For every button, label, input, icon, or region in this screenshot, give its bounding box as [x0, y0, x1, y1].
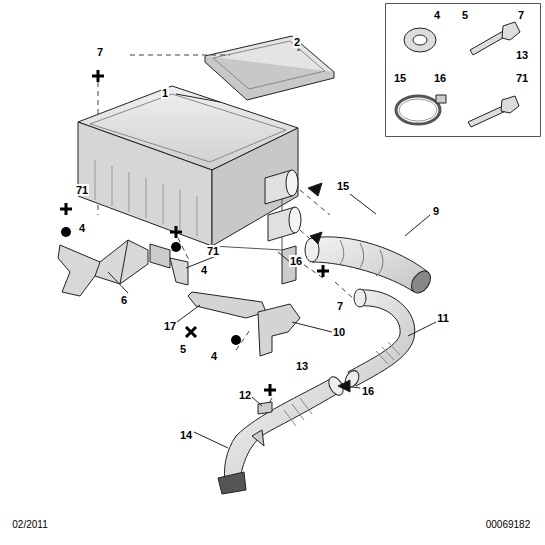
callout-number: 16: [361, 385, 375, 397]
callout-number: 11: [436, 312, 450, 324]
footer-code: 00069182: [485, 519, 532, 531]
housing-outlet: [265, 170, 301, 241]
callout-number: 16: [433, 72, 447, 84]
fastener-symbol: [60, 70, 329, 396]
bolt-icon: [468, 96, 519, 127]
bolt-icon: [470, 22, 520, 55]
callout-number: 14: [179, 429, 193, 441]
intake-hose: [305, 237, 434, 297]
callout-number: 5: [461, 9, 469, 21]
hose-bracket: [258, 304, 300, 356]
callout-number: 2: [293, 36, 301, 48]
callout-number: 6: [120, 294, 128, 306]
parts-inset-cell: 71: [456, 67, 540, 136]
washer-symbol: [61, 227, 241, 345]
callout-number: 7: [96, 46, 104, 58]
callout-number: 16: [289, 255, 303, 267]
callout-number: 17: [163, 320, 177, 332]
callout-number: 15: [393, 72, 407, 84]
mount-bracket: [170, 258, 188, 285]
callout-number: 71: [515, 72, 529, 84]
parts-inset-cell: 1516: [386, 67, 456, 136]
callout-number: 5: [179, 343, 187, 355]
parts-inset-cell: 5 7 13: [456, 4, 540, 67]
callout-number: 10: [332, 326, 346, 338]
parts-inset-cell: 4: [386, 4, 456, 67]
support-bracket: [58, 240, 148, 296]
clamp-icon: [396, 95, 446, 124]
callout-number: 4: [78, 222, 86, 234]
washer-icon: [404, 28, 436, 52]
callout-number: 13: [295, 360, 309, 372]
callout-number: 4: [200, 264, 208, 276]
callout-number: 15: [336, 180, 350, 192]
callout-number: 1: [161, 87, 169, 99]
callout-number: 4: [210, 350, 218, 362]
callout-number: 7: [336, 300, 344, 312]
callout-number: 71: [206, 245, 220, 257]
air-intake-duct: [218, 374, 346, 494]
footer-code: 02/2011: [11, 519, 48, 531]
callout-number: 9: [432, 205, 440, 217]
callout-number: 71: [75, 184, 89, 196]
intake-pipe: [342, 289, 414, 390]
air-filter-element: [205, 36, 334, 100]
callout-number: 13: [515, 49, 529, 61]
inset-frame: [386, 4, 541, 137]
callout-number: 7: [517, 9, 525, 21]
callout-number: 12: [238, 389, 252, 401]
callout-number: 4: [433, 9, 441, 21]
